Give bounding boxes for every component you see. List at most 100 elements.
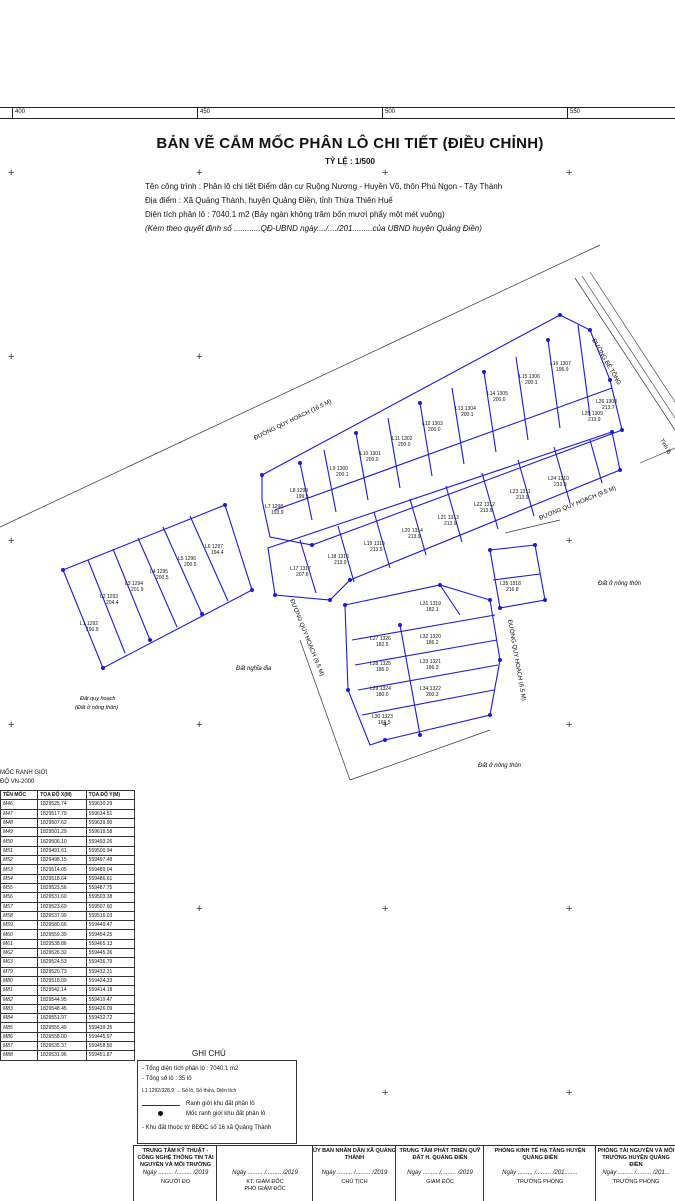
- lot-area: 213.9: [444, 521, 457, 527]
- coordinate-cell: 1829531.60: [37, 892, 87, 903]
- lot-label: L22 1312: [474, 502, 495, 508]
- coordinate-cell: M62: [0, 948, 39, 959]
- lot-area: 213.9: [334, 560, 347, 566]
- coordinate-cell: M51: [0, 845, 39, 857]
- coordinate-cell: 559439.35: [85, 1022, 136, 1033]
- signature-block: PHÒNG KINH TẾ HẠ TẦNG HUYỆN QUẢNG ĐIỀN Ng…: [483, 1145, 596, 1201]
- ruler-tick: 400: [12, 108, 25, 118]
- coordinate-cell: M79: [0, 966, 39, 977]
- note-sheet: - Khu đất thuộc tờ BĐĐC số 16 xã Quảng T…: [142, 1125, 272, 1131]
- signature-org: TRUNG TÂM PHÁT TRIỂN QUỸ ĐẤT H. QUẢNG ĐI…: [399, 1148, 481, 1161]
- signature-org: PHÒNG KINH TẾ HẠ TẦNG HUYỆN QUẢNG ĐIỀN: [494, 1148, 586, 1161]
- coordinate-cell: 1829525.74: [37, 799, 87, 810]
- lot-label: L13 1304: [455, 406, 476, 412]
- grid-cross: +: [382, 1087, 389, 1099]
- signature-org: ỦY BAN NHÂN DÂN XÃ QUẢNG THÀNH: [313, 1148, 397, 1161]
- coordinate-cell: 1829506.10: [37, 836, 87, 847]
- grid-cross: +: [8, 719, 15, 731]
- coordinate-cell: 1829520.73: [37, 966, 87, 977]
- coordinate-cell: 1829558.00: [37, 1031, 87, 1043]
- coordinate-cell: 559497.48: [85, 855, 136, 866]
- grid-cross: +: [382, 903, 389, 915]
- coordinate-cell: 1829537.99: [37, 910, 87, 922]
- lot-label: L11 1302: [392, 436, 413, 442]
- project-location: Địa điểm : Xã Quảng Thành, huyện Quảng Đ…: [145, 196, 393, 205]
- coordinate-cell: 1829580.66: [37, 920, 87, 931]
- lot-area: 213.9: [480, 508, 493, 514]
- drawing-title: BẢN VẼ CẮM MỐC PHÂN LÔ CHI TIẾT (ĐIỀU CH…: [156, 135, 544, 152]
- coordinate-cell: M49: [0, 827, 39, 838]
- lot-area: 213.9: [408, 534, 421, 540]
- road-label: ĐƯỜNG QUY HOẠCH (16.5 M): [253, 398, 333, 442]
- signature-date: Ngày ......... /......... /201........: [502, 1170, 578, 1176]
- signature-block: TRUNG TÂM KỸ THUẬT - CÔNG NGHỆ THÔNG TIN…: [133, 1145, 217, 1201]
- lot-label: L17 1317: [290, 566, 311, 572]
- lot-area: 180.0: [376, 692, 389, 698]
- lot-label: L3 1294: [125, 581, 143, 587]
- ruler-tick: 550: [567, 108, 580, 118]
- lot-label: L12 1303: [422, 421, 443, 427]
- lot-area: 204.4: [106, 600, 119, 606]
- coordinate-header: TÊN MỐC: [0, 789, 39, 801]
- lot-boundaries: [62, 314, 623, 746]
- coordinate-cell: 1829542.14: [37, 985, 87, 996]
- lot-label: L29 1324: [370, 686, 391, 692]
- coordinate-cell: M81: [0, 985, 39, 996]
- signature-role: NGƯỜI ĐO: [161, 1179, 190, 1185]
- coordinate-cell: 559445.97: [85, 1031, 136, 1043]
- coordinate-cell: 559445.26: [85, 948, 136, 959]
- lot-area: 200.0: [493, 397, 506, 403]
- lot-label: L19 1315: [364, 541, 385, 547]
- coordinate-cell: 559507.60: [85, 901, 136, 912]
- ruler-tick: 450: [197, 108, 210, 118]
- coordinate-cell: 559493.26: [85, 836, 136, 847]
- grid-cross: +: [8, 535, 15, 547]
- signature-block: PHÒNG TÀI NGUYÊN VÀ MÔI TRƯỜNG HUYỆN QUẢ…: [595, 1145, 675, 1201]
- lot-area: 207.6: [296, 572, 309, 578]
- coordinate-cell: M86: [0, 1031, 39, 1043]
- lot-label: L24 1310: [548, 476, 569, 482]
- coordinate-cell: 1829548.45: [37, 1003, 87, 1015]
- coordinate-cell: M52: [0, 855, 39, 866]
- coordinate-cell: M48: [0, 817, 39, 829]
- grid-cross: +: [566, 535, 573, 547]
- lot-area: 200.1: [336, 472, 349, 478]
- lot-area: 213.9: [516, 495, 529, 501]
- coordinate-cell: 1829551.97: [37, 1013, 87, 1024]
- lot-label: L2 1293: [100, 594, 118, 600]
- grid-cross: +: [196, 903, 203, 915]
- road-label: ĐƯỜNG QUY HOẠCH (9.5 M): [538, 485, 617, 522]
- coordinate-cell: 559436.79: [85, 957, 136, 968]
- lot-area: 196.9: [556, 367, 569, 373]
- lot-area: 194.4: [211, 550, 224, 556]
- lot-label: L32 1320: [420, 634, 441, 640]
- road-edge-line: [299, 639, 351, 781]
- coordinate-cell: M83: [0, 1003, 39, 1015]
- lot-label: L34 1322: [420, 686, 441, 692]
- coordinate-cell: 559424.33: [85, 975, 136, 987]
- lot-label: L28 1325: [370, 661, 391, 667]
- grid-cross: +: [8, 351, 15, 363]
- coordinate-cell: M56: [0, 892, 39, 903]
- lot-area: 200.0: [428, 427, 441, 433]
- lot-area: 201.9: [131, 587, 144, 593]
- legend-boundary-line: [142, 1105, 180, 1106]
- coordinate-cell: 559487.75: [85, 882, 136, 894]
- coordinate-cell: 559451.87: [85, 1050, 136, 1061]
- grid-cross: +: [382, 719, 389, 731]
- coordinate-cell: 1829523.69: [37, 901, 87, 912]
- signature-date: Ngày ......... /......... /201...: [602, 1170, 670, 1176]
